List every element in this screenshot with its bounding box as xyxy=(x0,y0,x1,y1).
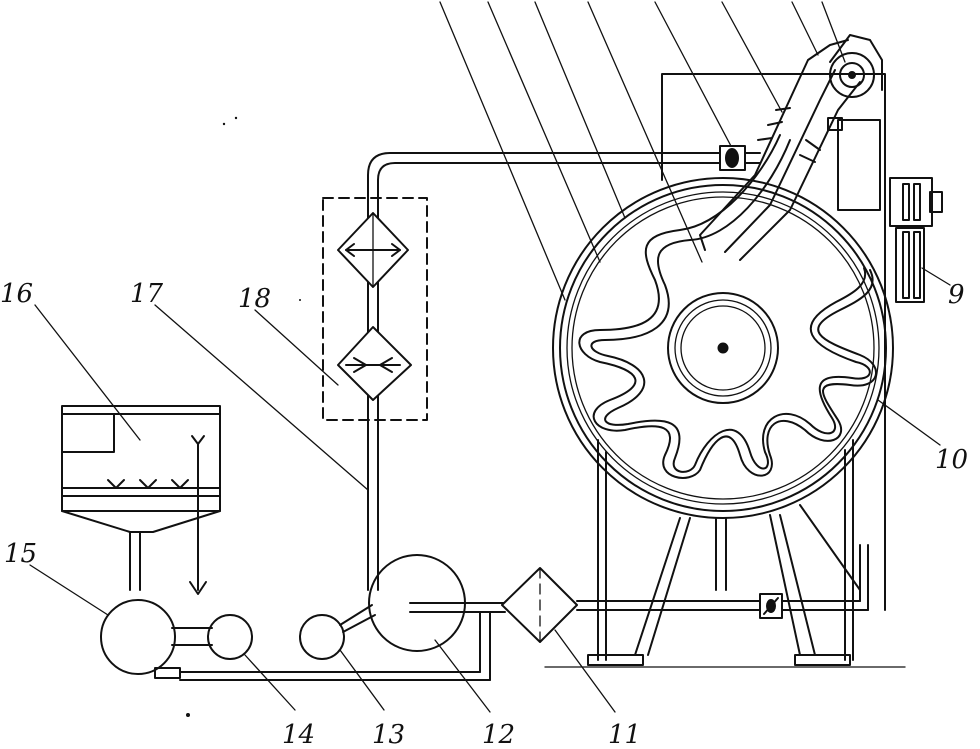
pump-15 xyxy=(100,599,213,679)
paper-specks xyxy=(186,116,301,717)
label-12: 12 xyxy=(482,720,515,749)
label-10: 10 xyxy=(935,445,968,475)
label-9: 9 xyxy=(948,280,965,310)
label-leaders xyxy=(29,267,951,713)
label-14: 14 xyxy=(282,720,315,749)
top-roller xyxy=(829,34,883,98)
drive-assembly xyxy=(889,177,943,303)
machine-supports xyxy=(544,439,906,668)
upper-valve xyxy=(719,145,746,171)
tank-16 xyxy=(61,405,221,595)
label-16: 16 xyxy=(0,279,33,309)
label-18: 18 xyxy=(238,284,271,314)
label-11: 11 xyxy=(608,720,641,749)
lower-valve xyxy=(759,593,783,619)
label-13: 13 xyxy=(372,720,405,749)
lower-pipe xyxy=(576,544,869,611)
label-15: 15 xyxy=(4,539,37,569)
filter-11 xyxy=(501,567,578,643)
heat-exchanger-box xyxy=(322,197,428,421)
main-wheel xyxy=(552,177,894,519)
pump-12 xyxy=(368,554,506,652)
pump-13 xyxy=(299,604,376,660)
label-17: 17 xyxy=(130,279,164,309)
machine-housing xyxy=(661,73,886,611)
upper-pipe xyxy=(367,152,761,591)
bottom-return-pipe xyxy=(179,611,491,681)
fabric-path xyxy=(578,134,877,479)
pump-14 xyxy=(207,614,253,660)
